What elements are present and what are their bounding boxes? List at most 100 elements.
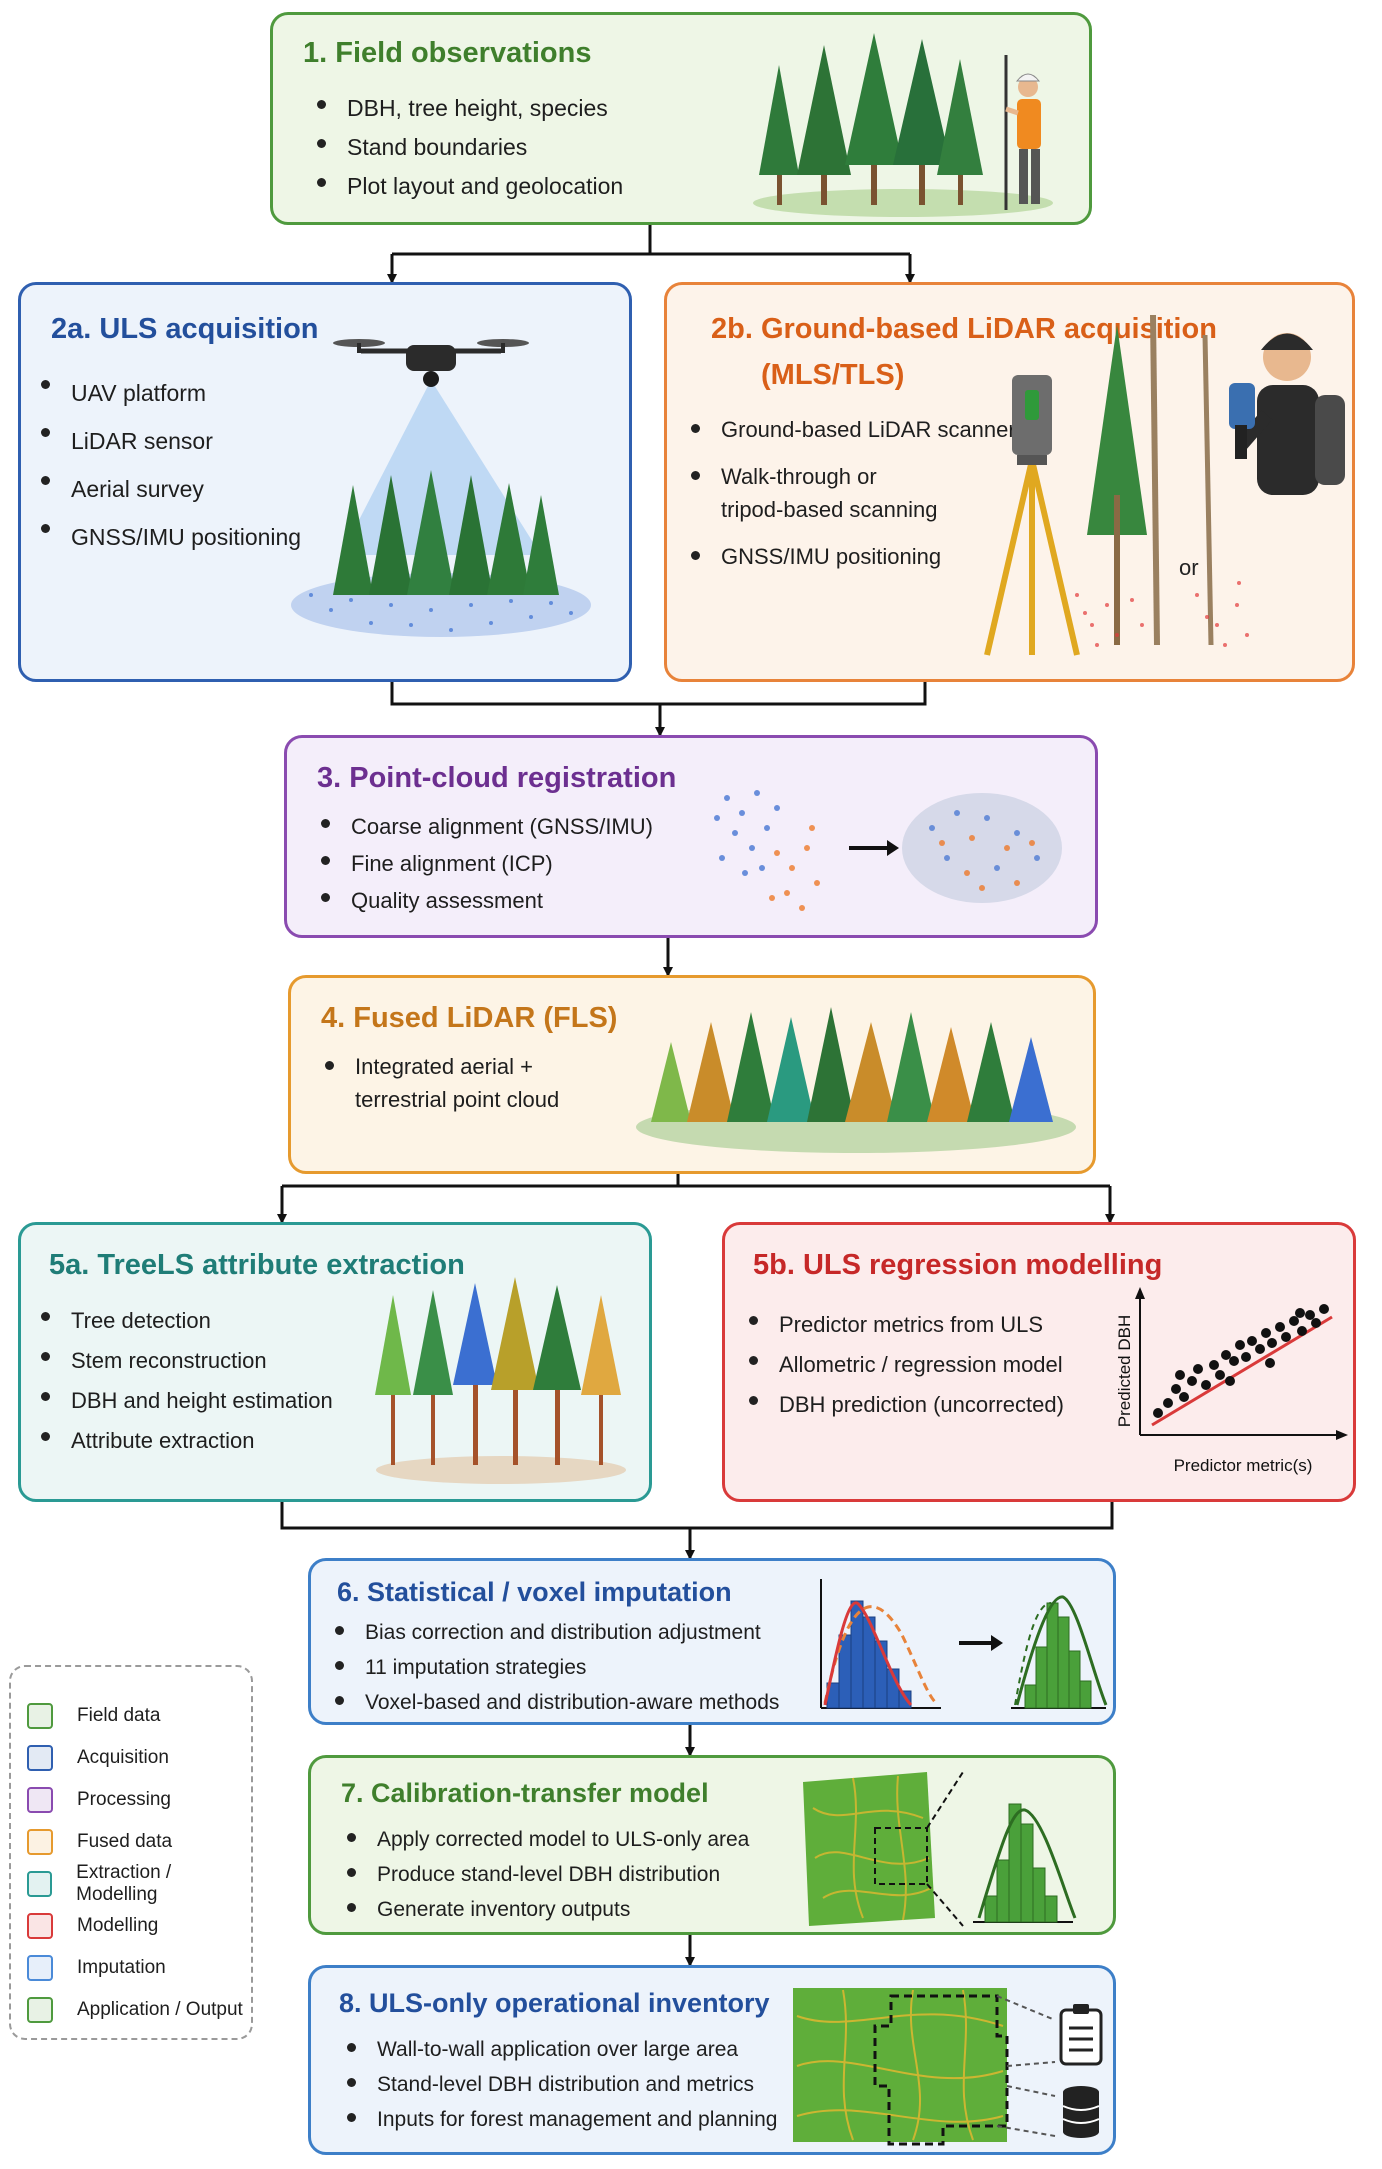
box-subtitle: (MLS/TLS) (761, 359, 905, 391)
scatter-point (1153, 1408, 1163, 1418)
operational-map-illustration (793, 1988, 1103, 2146)
legend-label: Acquisition (77, 1747, 169, 1768)
box-voxel-imputation: 6. Statistical / voxel imputation Bias c… (308, 1558, 1116, 1725)
box-ground-lidar-acquisition: 2b. Ground-based LiDAR acquisition (MLS/… (664, 282, 1355, 682)
legend-item: Modelling (27, 1911, 158, 1941)
scatter-point (1179, 1392, 1189, 1402)
scatter-point (1295, 1308, 1305, 1318)
tripod-icon (984, 375, 1080, 656)
tree-icons (1087, 314, 1160, 646)
bullet-text: Attribute extraction (71, 1428, 255, 1453)
legend-item: Field data (27, 1701, 160, 1731)
legend-swatch (27, 1913, 53, 1939)
bullet-item: Produce stand-level DBH distribution (343, 1857, 749, 1892)
legend-swatch (27, 1787, 53, 1813)
bullet-item: Generate inventory outputs (343, 1892, 749, 1927)
scatter-point (1297, 1326, 1307, 1336)
bullet-item: UAV platform (37, 369, 301, 417)
y-axis-label: Predicted DBH (1115, 1315, 1134, 1427)
legend-item: Application / Output (27, 1995, 243, 2025)
legend-label: Application / Output (77, 1999, 243, 2020)
distribution-adjustment-illustration (820, 1579, 1108, 1709)
tree-icons (651, 1007, 1053, 1122)
bullet-item: 11 imputation strategies (331, 1650, 779, 1685)
bullet-item: DBH, tree height, species (313, 89, 623, 128)
operator-person (1235, 333, 1345, 495)
bullet-text: DBH prediction (uncorrected) (779, 1392, 1064, 1417)
bullet-text: Integrated aerial + (355, 1054, 533, 1079)
database-icon (1062, 2086, 1100, 2138)
bullet-item: Allometric / regression model (745, 1345, 1064, 1385)
bullet-item: GNSS/IMU positioning (37, 513, 301, 561)
scatter-point (1265, 1358, 1275, 1368)
x-axis-label: Predictor metric(s) (1174, 1456, 1313, 1475)
bullet-text: Fine alignment (ICP) (351, 851, 553, 876)
histogram-calibrated (984, 1803, 1058, 1923)
orange-point-cloud (769, 825, 820, 911)
bullet-item: DBH and height estimation (37, 1381, 333, 1421)
bullet-text: Stand boundaries (347, 134, 528, 160)
box-field-observations: 1. Field observations DBH, tree height, … (270, 12, 1092, 225)
bullet-text: 11 imputation strategies (365, 1656, 587, 1679)
box-title: 4. Fused LiDAR (FLS) (321, 1002, 618, 1034)
merged-point-cloud (929, 810, 1040, 891)
tree-icons (375, 1277, 621, 1465)
legend-label: Field data (77, 1705, 161, 1726)
bullet-item: Coarse alignment (GNSS/IMU) (317, 808, 653, 845)
bullet-text: tripod-based scanning (721, 497, 938, 522)
bullet-item: Inputs for forest management and plannin… (343, 2102, 777, 2137)
scatter-point (1221, 1350, 1231, 1360)
map-texture (812, 1775, 932, 1921)
scatter-point (1175, 1370, 1185, 1380)
bullet-item: Aerial survey (37, 465, 301, 513)
legend-swatch (27, 1703, 53, 1729)
box-title: 1. Field observations (303, 37, 592, 69)
legend-label: Modelling (77, 1915, 159, 1936)
legend-label: Fused data (77, 1831, 173, 1852)
bullet-item: Attribute extraction (37, 1421, 333, 1461)
bullet-text: Predictor metrics from ULS (779, 1312, 1044, 1337)
box-title: 6. Statistical / voxel imputation (337, 1577, 732, 1607)
bullet-text: DBH and height estimation (71, 1388, 333, 1413)
legend-swatch (27, 1955, 53, 1981)
bullet-text: Stem reconstruction (71, 1348, 267, 1373)
bullet-text: Coarse alignment (GNSS/IMU) (351, 814, 653, 839)
bullet-item: GNSS/IMU positioning (687, 540, 1016, 573)
bullet-list: Wall-to-wall application over large area… (343, 2032, 777, 2137)
scatter-point (1171, 1384, 1181, 1394)
tree-icons (759, 33, 983, 205)
tls-point-cloud (1075, 593, 1144, 647)
bullet-text: terrestrial point cloud (355, 1087, 560, 1112)
uav-lidar-illustration (291, 339, 591, 637)
bullet-text: Tree detection (71, 1308, 211, 1333)
bullet-text: LiDAR sensor (71, 428, 213, 454)
histogram-before (826, 1600, 912, 1709)
blue-point-cloud (714, 790, 780, 876)
bullet-text: GNSS/IMU positioning (71, 524, 302, 550)
bullet-item: Fine alignment (ICP) (317, 845, 653, 882)
bullet-item: Wall-to-wall application over large area (343, 2032, 777, 2067)
legend-item: Extraction / Modelling (27, 1862, 251, 1905)
bullet-item: Bias correction and distribution adjustm… (331, 1615, 779, 1650)
box-title: 7. Calibration-transfer model (341, 1778, 709, 1808)
scatter-point (1261, 1328, 1271, 1338)
box-title: 5a. TreeLS attribute extraction (49, 1249, 465, 1281)
scatter-points (1153, 1304, 1329, 1418)
bullet-text: Stand-level DBH distribution and metrics (377, 2073, 754, 2096)
bullet-text: Quality assessment (351, 888, 543, 913)
legend-item: Processing (27, 1785, 171, 1815)
bullet-item: Apply corrected model to ULS-only area (343, 1822, 749, 1857)
arrow-right-icon (959, 1635, 1003, 1651)
tree-segmentation-illustration (375, 1277, 626, 1484)
box-title: 2a. ULS acquisition (51, 313, 319, 345)
map-texture (796, 1989, 1004, 2141)
scatter-point (1255, 1344, 1265, 1354)
scatter-point (1163, 1398, 1173, 1408)
